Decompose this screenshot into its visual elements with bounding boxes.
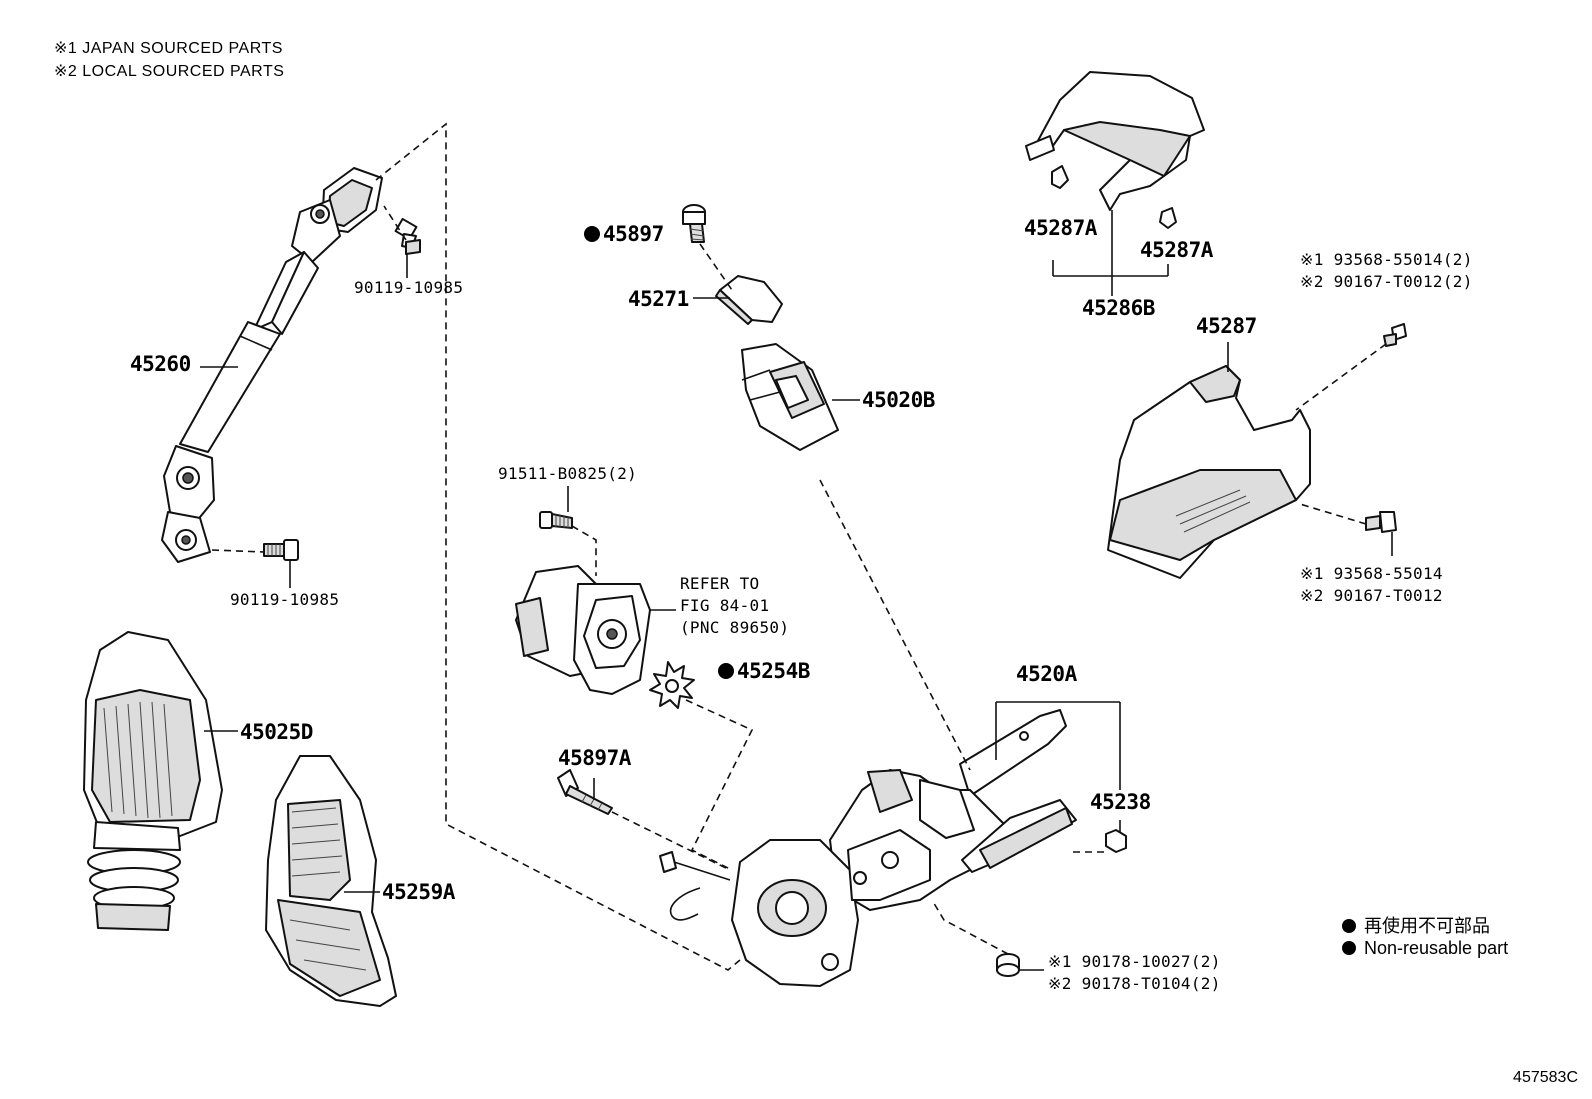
screw-93568-bottom [1365,511,1397,533]
label-refer-fig: FIG 84-01 [680,596,770,615]
pad-45271 [715,275,783,325]
label-45287A-left: 45287A [1024,216,1097,240]
label-45020B: 45020B [862,388,935,412]
label-90119-bottom: 90119-10985 [230,590,340,609]
bolt-45897A [557,769,613,815]
bolt-45897 [682,204,706,243]
note-japan-sourced: ※1 JAPAN SOURCED PARTS [54,40,283,57]
legend-jp: 再使用不可部品 [1342,912,1490,938]
label-45286B: 45286B [1082,296,1155,320]
assembly-lines [211,122,1387,971]
label-45287: 45287 [1196,314,1257,338]
label-screw-top-jp: ※1 93568-55014(2) [1300,250,1473,269]
label-refer-to: REFER TO [680,574,760,593]
cover-45259A [265,755,397,1007]
nut-45238 [1105,829,1127,853]
ecu-motor-assembly [515,565,651,695]
screw-93568-top [1383,323,1407,347]
label-screw-bottom-jp: ※1 93568-55014 [1300,564,1443,583]
legend-en: Non-reusable part [1342,938,1508,959]
label-45254B: 45254B [718,659,810,683]
label-45025D: 45025D [240,720,313,744]
label-nut-90178-local: ※2 90178-T0104(2) [1048,974,1221,993]
leader-lines [200,210,1393,971]
label-screw-bottom-local: ※2 90167-T0012 [1300,586,1443,605]
label-45897: 45897 [584,222,664,246]
label-45287A-right: 45287A [1140,238,1213,262]
non-reusable-dot [584,226,600,242]
clip-45287A-left [1051,165,1069,189]
legend-dot [1342,941,1356,955]
bolt-90119-top [394,217,421,255]
nut-90178 [996,953,1020,977]
label-91511: 91511-B0825(2) [498,464,638,483]
bolt-90119-bottom [263,539,299,561]
upper-cover-45286B [1025,71,1205,211]
figure-code: 457583C [1513,1069,1578,1086]
label-45260: 45260 [130,352,191,376]
label-45259A: 45259A [382,880,455,904]
steering-column-4520A [659,709,1077,987]
note-local-sourced: ※2 LOCAL SOURCED PARTS [54,63,285,80]
label-90119-top: 90119-10985 [354,278,464,297]
legend-dot [1342,919,1356,933]
label-45271: 45271 [628,287,689,311]
label-screw-top-local: ※2 90167-T0012(2) [1300,272,1473,291]
boot-45025D [83,631,223,931]
label-4520A: 4520A [1016,662,1077,686]
label-45897A: 45897A [558,746,631,770]
label-nut-90178-jp: ※1 90178-10027(2) [1048,952,1221,971]
intermediate-shaft-45260 [161,167,383,563]
non-reusable-dot [718,663,734,679]
bolt-91511 [539,511,573,529]
washer-45254B [649,661,695,709]
lower-cover-45287 [1107,365,1311,579]
label-45238: 45238 [1090,790,1151,814]
clip-45287A-right [1159,207,1177,229]
bracket-45020B [741,343,839,451]
label-refer-pnc: (PNC 89650) [680,618,790,637]
